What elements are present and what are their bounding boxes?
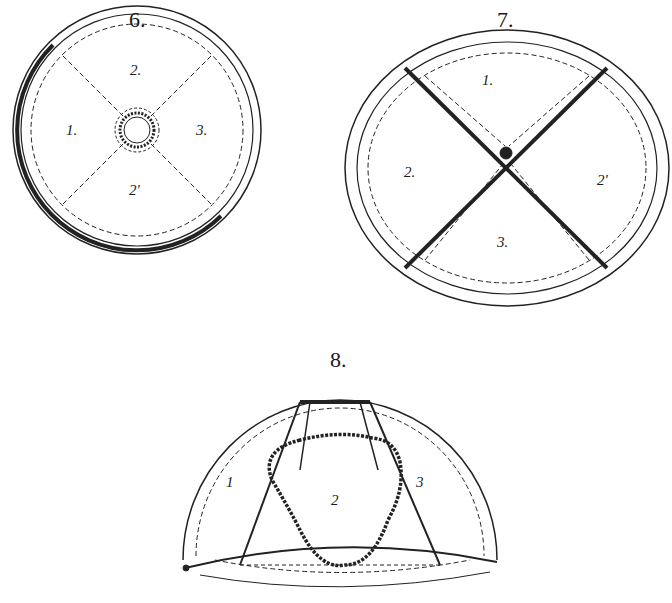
dashed-circle [31, 24, 243, 236]
dashed-divider [151, 144, 211, 204]
dashed-circle [368, 53, 646, 283]
dashed-divider [509, 76, 589, 146]
beaded-ring [120, 113, 154, 147]
frame-line [300, 402, 310, 470]
part-number: 2' [129, 183, 140, 198]
part-number: 3. [196, 123, 207, 138]
figure-7 [345, 30, 669, 306]
hub-hole [124, 117, 150, 143]
part-number: 1. [482, 73, 493, 88]
dashed-divider [511, 164, 589, 260]
frame-line [240, 402, 300, 565]
dashed-hub [115, 108, 159, 152]
figure-6 [13, 6, 261, 254]
dashed-dome [196, 408, 484, 556]
part-number: 2. [404, 165, 415, 180]
rim-knot [183, 565, 189, 571]
thick-divider [405, 68, 607, 268]
figure-number: 6. [129, 9, 146, 31]
part-number: 1 [226, 475, 234, 490]
outer-rim [13, 6, 261, 254]
part-number: 3 [416, 475, 424, 490]
beaded-loop [269, 434, 401, 565]
part-number: 2 [331, 493, 339, 508]
base-rim [185, 547, 497, 568]
part-number: 2. [130, 63, 141, 78]
thick-divider [405, 68, 607, 268]
dashed-divider [63, 56, 123, 116]
base-front [200, 572, 490, 587]
figure-8 [183, 400, 497, 587]
dashed-divider [63, 144, 123, 204]
part-number: 3. [497, 235, 508, 250]
center-knot [500, 147, 512, 159]
dashed-divider [425, 164, 503, 260]
figure-number: 7. [497, 9, 514, 31]
part-number: 2' [597, 173, 608, 188]
dashed-divider [151, 56, 211, 116]
outer-rim [345, 30, 669, 306]
part-number: 1. [66, 123, 77, 138]
inner-rim [357, 42, 657, 294]
dashed-chord [240, 565, 440, 566]
inner-rim [21, 14, 253, 246]
thick-rim [17, 45, 221, 250]
figure-number: 8. [330, 349, 347, 371]
outer-dome [183, 400, 497, 560]
